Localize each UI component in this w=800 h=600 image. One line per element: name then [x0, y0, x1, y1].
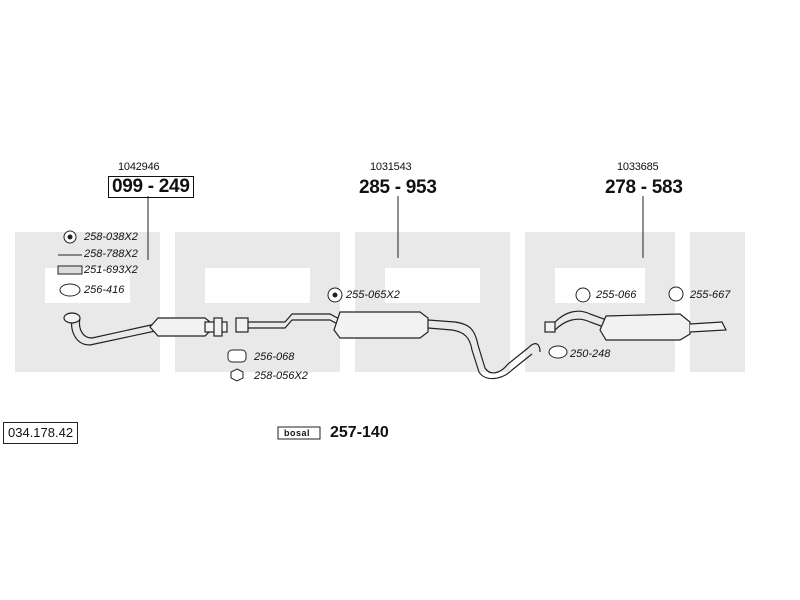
hex-nut-icon [230, 368, 244, 382]
assembly-3-code: 278 - 583 [605, 177, 683, 198]
assembly-1-code: 099 - 249 [108, 176, 194, 198]
part-label-10: 250-248 [570, 348, 611, 360]
gasket-ring-icon [59, 283, 81, 297]
part-icons [57, 230, 684, 440]
spring-icon [57, 265, 83, 275]
assembly-1-id: 1042946 [118, 161, 160, 173]
part-label-2: 258-788X2 [84, 248, 138, 260]
assembly-2-code: 285 - 953 [359, 177, 437, 198]
mount-icon [668, 286, 684, 302]
centre-silencer-pipe [235, 311, 541, 380]
flange-gasket-icon [227, 349, 247, 363]
mount-kit-code: 257-140 [330, 424, 389, 441]
mount-kit-box-icon [277, 426, 321, 440]
assembly-2-id: 1031543 [370, 161, 412, 173]
hanger-icon [575, 287, 591, 303]
flange-small [235, 317, 249, 333]
part-label-7: 258-056X2 [254, 370, 308, 382]
clamp-icon [548, 345, 568, 359]
rear-silencer-pipe [544, 310, 727, 341]
part-label-1: 258-038X2 [84, 231, 138, 243]
part-label-5: 255-065X2 [346, 289, 400, 301]
watermark-block-5 [690, 232, 745, 372]
leader-lines [147, 196, 644, 260]
assembly-3-id: 1033685 [617, 161, 659, 173]
part-label-8: 255-066 [596, 289, 637, 301]
front-pipe-with-catalyst [63, 312, 228, 346]
part-label-3: 251-693X2 [84, 264, 138, 276]
part-label-9: 255-667 [690, 289, 731, 301]
watermark-logo [15, 232, 745, 372]
mount-kit-brand: bosal [284, 428, 311, 438]
part-label-4: 256-416 [84, 284, 125, 296]
catalog-reference: 034.178.42 [3, 422, 79, 444]
part-label-6: 256-068 [254, 351, 295, 363]
